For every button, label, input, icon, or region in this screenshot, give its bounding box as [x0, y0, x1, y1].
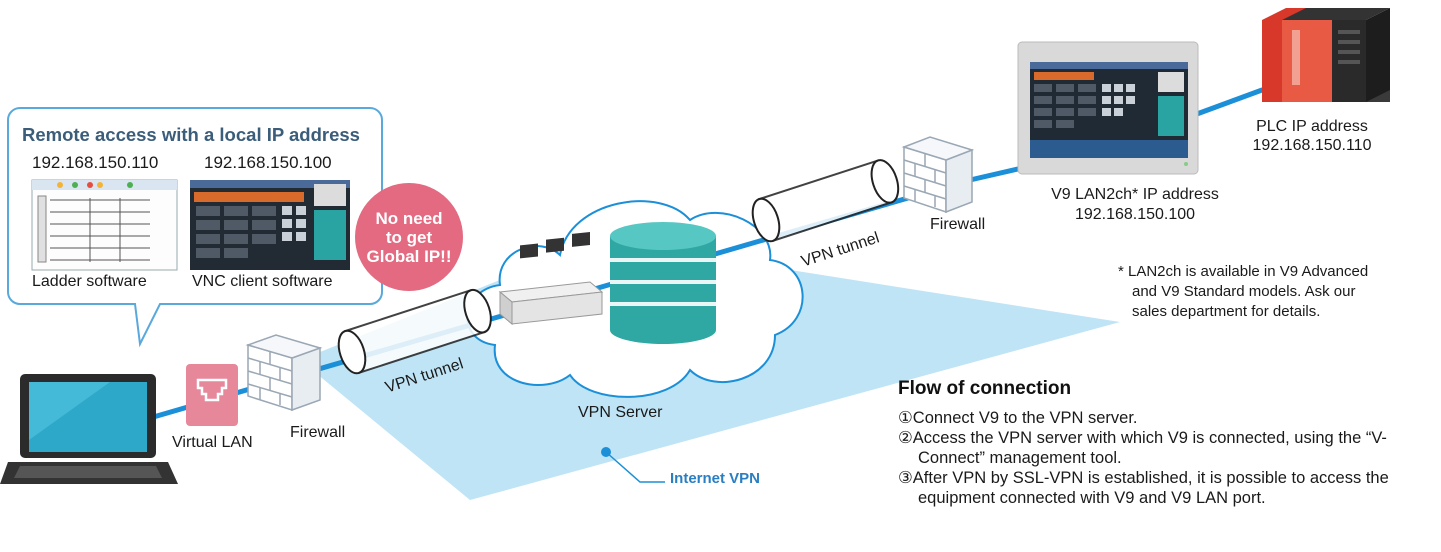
vnc-client-label: VNC client software [192, 273, 333, 290]
v9-hmi-device [1017, 41, 1199, 175]
note-line-1: * LAN2ch is available in V9 Advanced [1118, 263, 1369, 280]
plc-ip-address: 192.168.150.110 [1252, 137, 1372, 154]
firewall-right-icon [901, 136, 975, 214]
vnc-client-screenshot [190, 180, 350, 270]
internet-vpn-label: Internet VPN [670, 470, 761, 487]
virtual-lan-icon [186, 364, 238, 426]
vpn-server-label: VPN Server [578, 404, 663, 421]
v9-ip-title: V9 LAN2ch* IP address [1051, 186, 1219, 203]
ladder-software-screenshot [31, 179, 178, 271]
firewall-right-label: Firewall [930, 216, 986, 233]
vpn-tunnel-right [751, 159, 900, 243]
vpn-tunnel-left [337, 288, 492, 375]
flow-step: ①Connect V9 to the VPN server. [898, 409, 1138, 427]
plc-device [1262, 8, 1390, 102]
firewall-left-label: Firewall [290, 424, 346, 441]
ladder-ip: 192.168.150.110 [32, 153, 159, 172]
badge-line-2: to get [385, 227, 433, 247]
ladder-software-label: Ladder software [32, 273, 147, 290]
callout-title: Remote access with a local IP address [22, 124, 360, 145]
firewall-left-icon [245, 334, 323, 412]
plc-ip-title: PLC IP address [1256, 118, 1368, 135]
note-line-3: sales department for details. [1132, 303, 1321, 320]
badge-line-3: Global IP!! [366, 246, 452, 266]
lan2ch-note: * LAN2ch is available in V9 Advanced and… [1118, 262, 1438, 322]
flow-title: Flow of connection [898, 378, 1072, 399]
v9-ip-address: 192.168.150.100 [1074, 206, 1196, 223]
virtual-lan-label: Virtual LAN [172, 434, 253, 451]
vnc-ip: 192.168.150.100 [204, 153, 332, 172]
internet-vpn-pointer [601, 447, 665, 483]
flow-step: ③After VPN by SSL-VPN is established, it… [898, 469, 1389, 507]
network-switch-icon [498, 231, 604, 326]
flow-step: ②Access the VPN server with which V9 is … [898, 429, 1387, 467]
laptop-icon [0, 374, 178, 484]
note-line-2: and V9 Standard models. Ask our [1132, 283, 1356, 300]
badge-line-1: No need [375, 208, 443, 228]
vpn-server-icon [610, 222, 716, 344]
flow-steps: ①Connect V9 to the VPN server. ②Access t… [898, 408, 1438, 508]
